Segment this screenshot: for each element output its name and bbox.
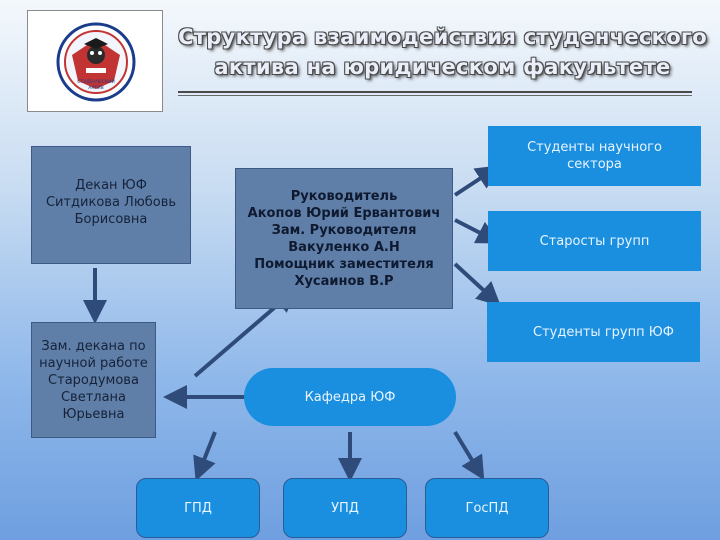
deputy-line-3: Стародумова xyxy=(48,372,139,388)
upd-box: УПД xyxy=(283,478,407,538)
dean-name-2: Борисовна xyxy=(74,212,148,227)
science-line-1: Студенты научного xyxy=(527,140,662,155)
science-line-2: сектора xyxy=(567,157,622,172)
science-students-box: Студенты научного сектора xyxy=(488,126,701,186)
head-line-6: Хусаинов В.Р xyxy=(294,273,394,289)
department-label: Кафедра ЮФ xyxy=(304,389,396,405)
title-line-1: Структура взаимодействия студенческого xyxy=(178,25,707,49)
faculty-emblem-icon: СТУДЕНЧЕСКИЙ АКТИВ xyxy=(56,22,136,102)
dean-title: Декан ЮФ xyxy=(75,178,147,193)
arrow-head-to-science xyxy=(453,165,501,197)
arrow-head-to-groupheads xyxy=(454,218,501,244)
gpd-box: ГПД xyxy=(136,478,260,538)
gospd-label: ГосПД xyxy=(465,500,509,516)
upd-label: УПД xyxy=(331,500,359,516)
group-students-label: Студенты групп ЮФ xyxy=(533,324,674,340)
title-divider xyxy=(178,91,692,93)
logo-text-mid: АКТИВ xyxy=(88,85,103,91)
deputy-line-1: Зам. декана по xyxy=(41,338,146,354)
group-heads-box: Старосты групп xyxy=(488,211,701,271)
title-line-2: актива на юридическом факультете xyxy=(214,55,671,79)
arrow-department-to-gospd xyxy=(453,430,485,481)
page-title: Структура взаимодействия студенческого а… xyxy=(170,22,715,82)
logo-text-top: СТУДЕНЧЕСКИЙ xyxy=(77,78,114,85)
logo-frame: СТУДЕНЧЕСКИЙ АКТИВ xyxy=(27,10,163,112)
gospd-box: ГосПД xyxy=(425,478,549,538)
dean-name-1: Ситдикова Любовь xyxy=(45,195,177,210)
title-divider-thin xyxy=(178,95,692,96)
deputy-line-4: Светлана Юрьевна xyxy=(60,389,127,422)
dean-box: Декан ЮФ Ситдикова Любовь Борисовна xyxy=(31,146,191,264)
head-line-4: Вакуленко А.Н xyxy=(288,239,400,255)
department-box: Кафедра ЮФ xyxy=(244,368,456,426)
deputy-box: Зам. декана по научной работе Стародумов… xyxy=(31,322,156,438)
head-box: Руководитель Акопов Юрий Ервантович Зам.… xyxy=(235,168,453,309)
deputy-line-2: научной работе xyxy=(39,355,148,371)
head-line-2: Акопов Юрий Ервантович xyxy=(247,205,441,221)
arrow-deputy-to-head xyxy=(193,288,298,378)
group-heads-label: Старосты групп xyxy=(539,233,650,249)
head-line-3: Зам. Руководителя xyxy=(271,222,417,238)
head-line-1: Руководитель xyxy=(290,188,398,204)
head-line-5: Помощник заместителя xyxy=(254,256,434,272)
gpd-label: ГПД xyxy=(184,500,212,516)
group-students-box: Студенты групп ЮФ xyxy=(487,302,700,362)
arrow-department-to-gpd xyxy=(193,431,217,482)
arrow-head-to-groupstudents xyxy=(453,262,501,307)
